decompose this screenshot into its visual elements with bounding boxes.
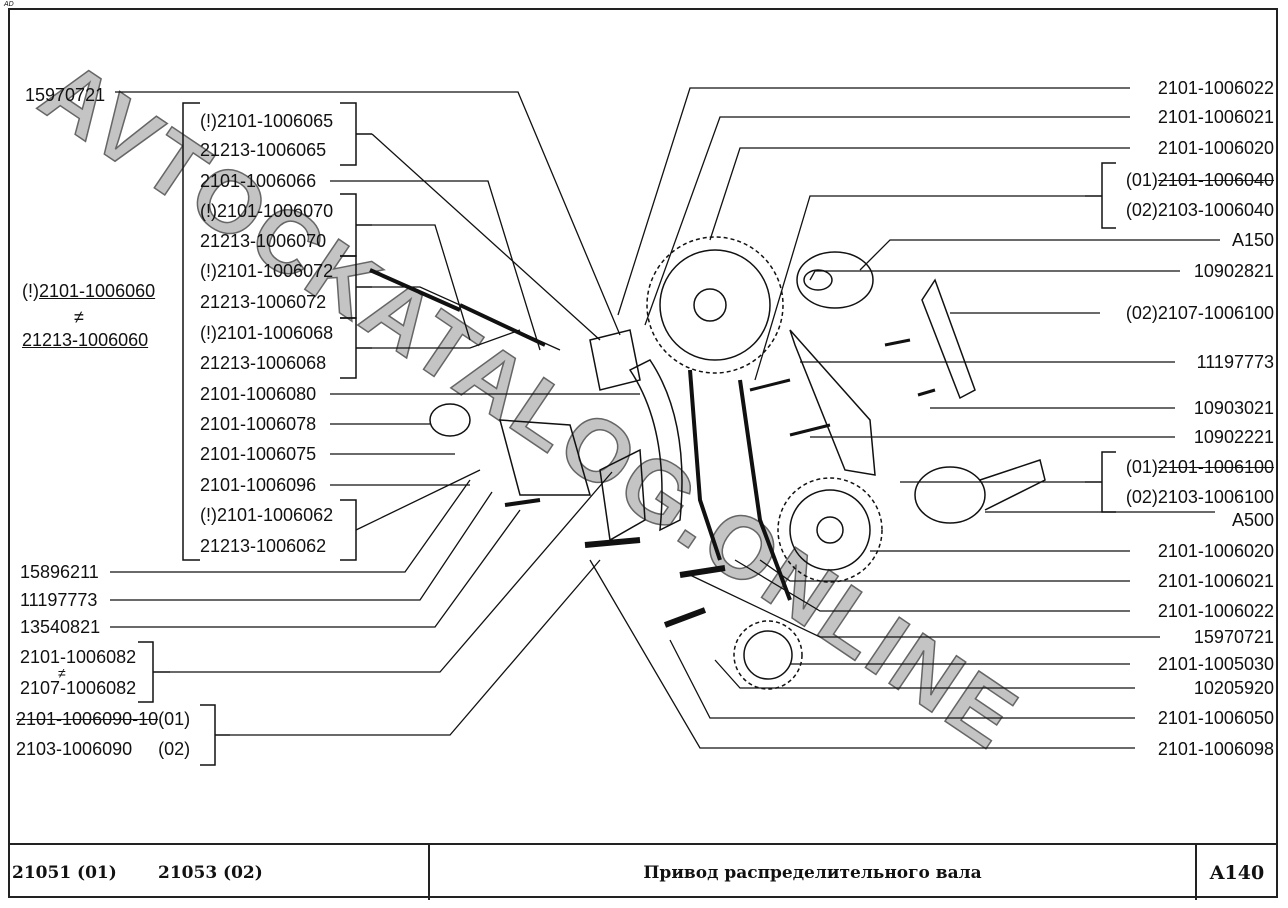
part-label: 2101-1006080 <box>200 384 317 404</box>
plunger <box>589 329 641 391</box>
corner-mark: AD <box>4 1 14 8</box>
variant-code: (02) <box>158 739 191 759</box>
part-label: (02)2107-1006100 <box>1125 303 1274 323</box>
oil-pump-drive <box>914 466 986 524</box>
part-label: 2101-1006021 <box>1157 571 1274 591</box>
part-number: 2103-1006090 <box>16 739 133 759</box>
chain-damper <box>789 329 876 476</box>
bracket-plate <box>921 278 976 400</box>
part-label: 2101-1006066 <box>200 171 317 191</box>
part-label: 11197773 <box>1196 352 1274 372</box>
pair-bracket <box>340 499 357 561</box>
group-bracket <box>182 102 200 561</box>
part-label: 10902221 <box>1193 427 1274 447</box>
part-number: 2101-1006040 <box>1157 170 1274 190</box>
pair-bracket <box>340 193 372 257</box>
label-prefix: (!) <box>22 281 39 301</box>
part-label: 2101-1006050 <box>1157 708 1274 728</box>
part-label: 10903021 <box>1193 398 1274 418</box>
pair-bracket <box>138 641 170 703</box>
drawing-frame <box>8 8 1278 898</box>
part-label: 21213-1006068 <box>200 353 327 373</box>
part-label: 2101-1006078 <box>200 414 317 434</box>
tensioner-pulley <box>796 251 874 309</box>
page-title: Привод распределительного вала <box>643 862 982 883</box>
camshaft-sprocket <box>646 236 784 374</box>
part-label: 10902821 <box>1193 261 1274 281</box>
pair-bracket <box>340 102 372 166</box>
part-label: 2101-1006022 <box>1157 78 1274 98</box>
part-label: 2101-1006020 <box>1157 138 1274 158</box>
not-equal-sign: ≠ <box>58 665 66 681</box>
part-label: (02)2103-1006040 <box>1125 200 1274 220</box>
part-label: 2101-1006075 <box>200 444 317 464</box>
tensioner-bracket <box>1085 162 1116 229</box>
part-label: 15896211 <box>20 562 99 582</box>
part-label: 13540821 <box>20 617 101 637</box>
aux-sprocket <box>777 477 883 583</box>
part-label: A150 <box>1231 230 1274 250</box>
assembly-label: 21213-1006060 <box>22 330 149 350</box>
part-label: 21213-1006065 <box>200 140 327 160</box>
part-number: 2101-1006090-10 <box>16 709 159 729</box>
part-label: (!)2101-1006065 <box>200 111 334 131</box>
not-equal-sign: ≠ <box>74 307 84 327</box>
tensioner-body <box>499 419 591 496</box>
leader-lines <box>110 87 1220 749</box>
part-label: 2101-1006096 <box>200 475 317 495</box>
part-label: (01)2101-1006040 <box>1126 170 1274 190</box>
model-code: 21053 (02) <box>158 862 263 883</box>
pair-bracket <box>340 317 372 379</box>
crank-sprocket <box>733 620 803 690</box>
part-label: (!)2101-1006070 <box>200 201 334 221</box>
part-label: 2101-1006020 <box>1157 541 1274 561</box>
title-block: 21051 (01) 21053 (02) Привод распределит… <box>8 843 1278 900</box>
part-label: A500 <box>1231 510 1274 530</box>
part-label: (!)2101-1006068 <box>200 323 334 343</box>
part-label: 2103-1006090 (02) <box>16 739 190 759</box>
bolts <box>584 537 726 628</box>
timing-chain <box>688 369 792 601</box>
part-label: 2101-1006090-10(01) <box>16 709 190 729</box>
part-label: 2101-1005030 <box>1157 654 1274 674</box>
gasket <box>599 448 646 542</box>
variant-code: (01) <box>158 709 191 729</box>
section-code: A140 <box>1209 861 1265 884</box>
part-label: 11197773 <box>20 590 98 610</box>
part-number: 2101-1006060 <box>39 281 156 301</box>
part-label: 10205920 <box>1193 678 1274 698</box>
screws <box>749 338 936 437</box>
part-label: 2101-1006098 <box>1157 739 1274 759</box>
part-number: 2101-1006100 <box>1157 457 1274 477</box>
pair-bracket <box>200 704 230 766</box>
part-label: 15970721 <box>1193 627 1274 647</box>
part-label: (!)2101-1006072 <box>200 261 334 281</box>
spring-and-bolts <box>369 268 546 507</box>
model-code: 21051 (01) <box>12 862 117 883</box>
pair-bracket <box>340 255 372 319</box>
divider <box>428 845 430 900</box>
chain-shoe <box>628 359 683 532</box>
variant-code: (01) <box>1125 457 1158 477</box>
part-label: 2101-1006022 <box>1157 601 1274 621</box>
part-label: 2107-1006082 <box>20 678 137 698</box>
assembly-label: (!)2101-1006060 <box>22 281 155 301</box>
part-label: 21213-1006070 <box>200 231 327 251</box>
part-label: (!)2101-1006062 <box>200 505 334 525</box>
part-label: 15970721 <box>25 85 106 105</box>
divider <box>1195 845 1197 900</box>
part-label: (02)2103-1006100 <box>1125 487 1274 507</box>
part-label: 21213-1006062 <box>200 536 327 556</box>
part-label: 2101-1006021 <box>1157 107 1274 127</box>
pump-bracket <box>1085 451 1116 513</box>
part-label: (01)2101-1006100 <box>1126 457 1274 477</box>
part-label: 21213-1006072 <box>200 292 327 312</box>
part-label: 2101-1006082 <box>20 647 137 667</box>
camshaft-sprocket <box>659 249 771 361</box>
variant-code: (01) <box>1125 170 1158 190</box>
